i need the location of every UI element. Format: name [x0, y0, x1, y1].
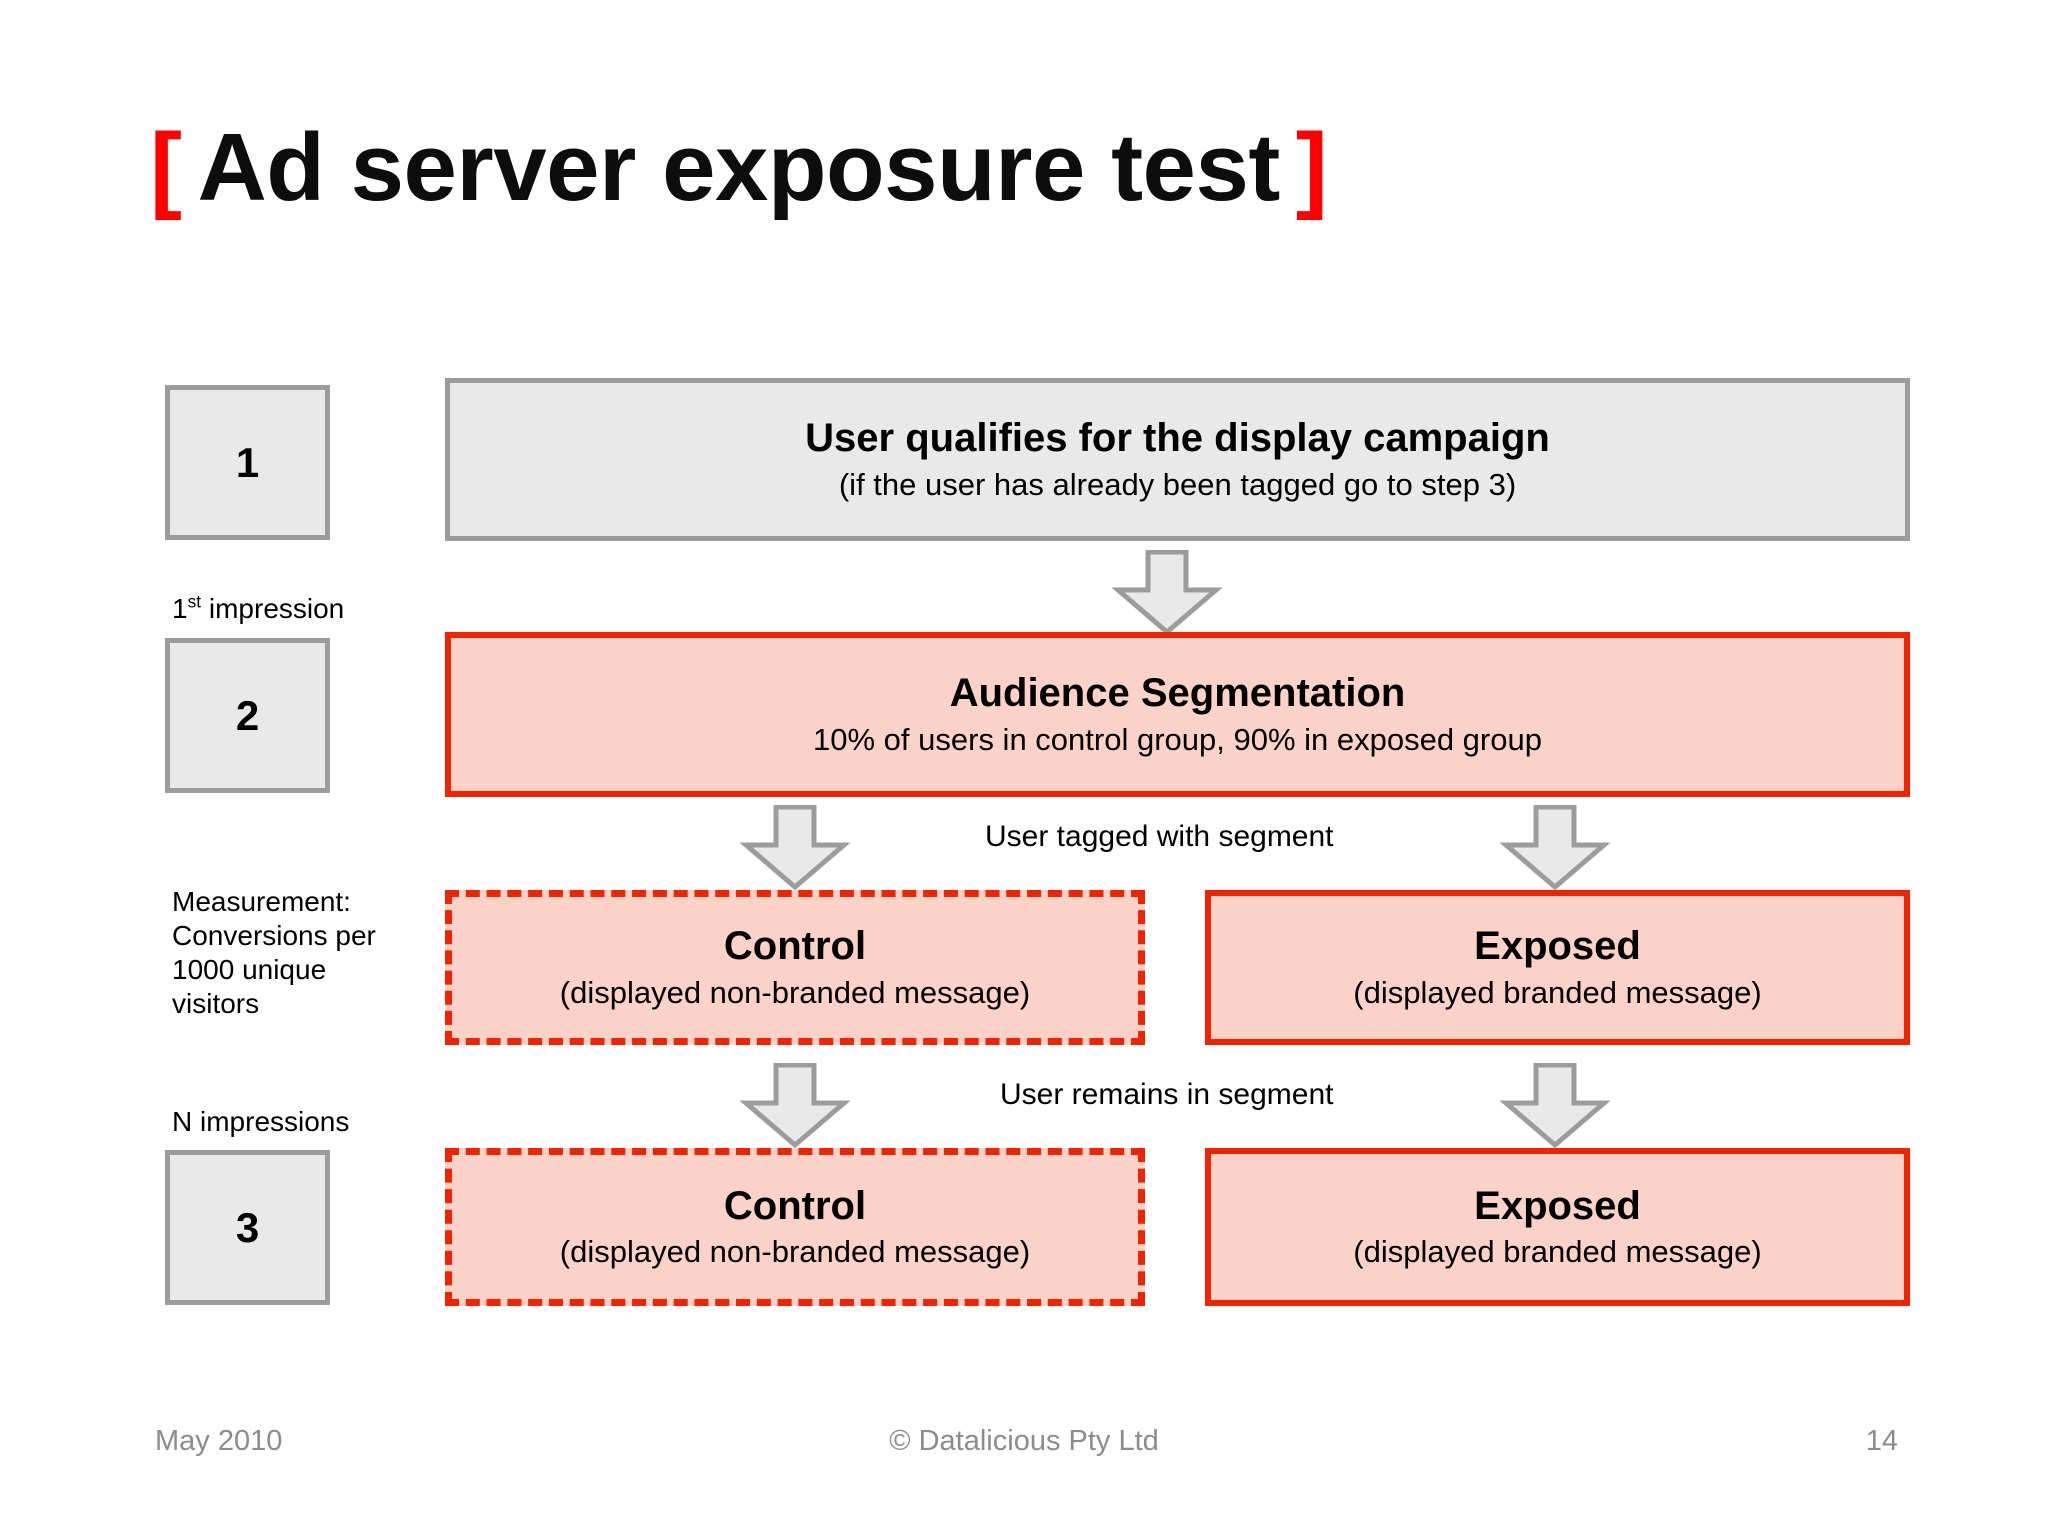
row3-control-headline: Control [723, 1183, 867, 1228]
page-title: [Ad server exposure test] [150, 117, 1328, 219]
step1-sub: (if the user has already been tagged go … [838, 466, 1517, 502]
step-number-box-2: 2 [165, 638, 330, 793]
step2-headline: Audience Segmentation [949, 671, 1406, 715]
rail-label-n-impressions: N impressions [172, 1106, 350, 1137]
rail-label-first-impression-sup: st [187, 591, 202, 612]
arrow-down-to-control-row3 [740, 1063, 850, 1148]
step-number-2-label: 2 [235, 691, 260, 739]
step1-content-box: User qualifies for the display campaign … [445, 378, 1910, 541]
step-number-box-3: 3 [165, 1150, 330, 1305]
footer-copyright: © Datalicious Pty Ltd [889, 1425, 1159, 1457]
title-close-bracket: ] [1295, 114, 1328, 221]
step1-headline: User qualifies for the display campaign [805, 416, 1550, 460]
row3-control-box: Control (displayed non-branded message) [445, 1148, 1145, 1306]
row2-control-sub: (displayed non-branded message) [559, 974, 1031, 1010]
footer-page-number: 14 [1865, 1425, 1898, 1457]
step-number-1-label: 1 [235, 438, 260, 486]
arrow-down-to-control-row2 [740, 805, 850, 890]
rail-label-first-impression: 1st impression [172, 592, 344, 626]
row2-exposed-sub: (displayed branded message) [1353, 974, 1762, 1010]
row3-exposed-sub: (displayed branded message) [1353, 1234, 1762, 1270]
row2-exposed-box: Exposed (displayed branded message) [1205, 890, 1910, 1045]
connector-label-user-tagged: User tagged with segment [985, 820, 1334, 853]
arrow-down-to-exposed-row3 [1500, 1063, 1610, 1148]
rail-label-first-impression-prefix: 1 [172, 593, 188, 624]
step-number-box-1: 1 [165, 385, 330, 540]
row3-control-sub: (displayed non-branded message) [559, 1234, 1031, 1270]
rail-label-first-impression-suffix: impression [201, 593, 345, 624]
step2-sub: 10% of users in control group, 90% in ex… [813, 721, 1542, 757]
step2-content-box: Audience Segmentation 10% of users in co… [445, 632, 1910, 797]
rail-label-measurement: Measurement: Conversions per 1000 unique… [172, 886, 376, 1020]
arrow-down-to-exposed-row2 [1500, 805, 1610, 890]
title-open-bracket: [ [150, 114, 182, 221]
row3-exposed-headline: Exposed [1474, 1183, 1641, 1228]
arrow-down-step1-to-step2 [1112, 550, 1222, 635]
connector-label-user-remains: User remains in segment [1000, 1078, 1334, 1111]
footer-date: May 2010 [155, 1425, 283, 1457]
step-number-3-label: 3 [235, 1203, 260, 1251]
row2-exposed-headline: Exposed [1474, 924, 1641, 968]
title-text: Ad server exposure test [197, 114, 1280, 221]
row3-exposed-box: Exposed (displayed branded message) [1205, 1148, 1910, 1306]
row2-control-box: Control (displayed non-branded message) [445, 890, 1145, 1045]
row2-control-headline: Control [723, 924, 867, 968]
